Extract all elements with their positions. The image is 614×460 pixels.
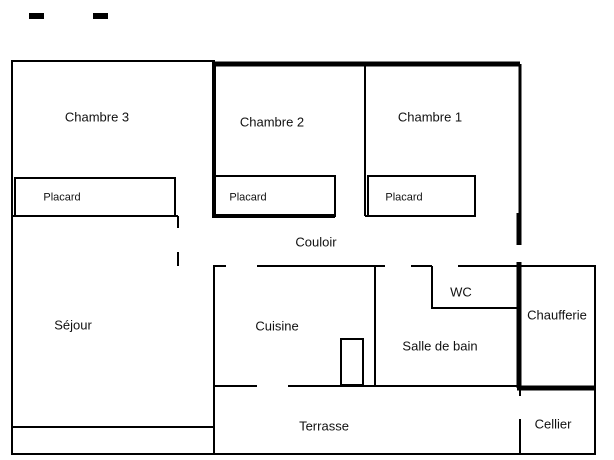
room-label-wc: WC [450, 284, 472, 300]
room-label-cellier: Cellier [534, 416, 572, 432]
outer-walls [11, 60, 596, 455]
room-label-chaufferie: Chaufferie [527, 307, 587, 323]
water-heater-box [340, 338, 364, 386]
room-label-terrasse: Terrasse [299, 418, 349, 434]
room-label-cuisine: Cuisine [255, 318, 299, 334]
room-label-chambre1: Chambre 1 [397, 109, 463, 125]
room-label-salle-de-bain: Salle de bain [402, 338, 478, 354]
closet-label-chambre1: Placard [385, 191, 423, 204]
closet-label-chambre2: Placard [229, 191, 267, 204]
room-label-sejour: Séjour [54, 317, 92, 333]
closet-boxes [14, 175, 476, 217]
closet-label-chambre3: Placard [43, 191, 81, 204]
room-label-chambre2: Chambre 2 [239, 114, 305, 130]
room-label-chambre3: Chambre 3 [64, 109, 130, 125]
room-label-couloir: Couloir [295, 234, 337, 250]
